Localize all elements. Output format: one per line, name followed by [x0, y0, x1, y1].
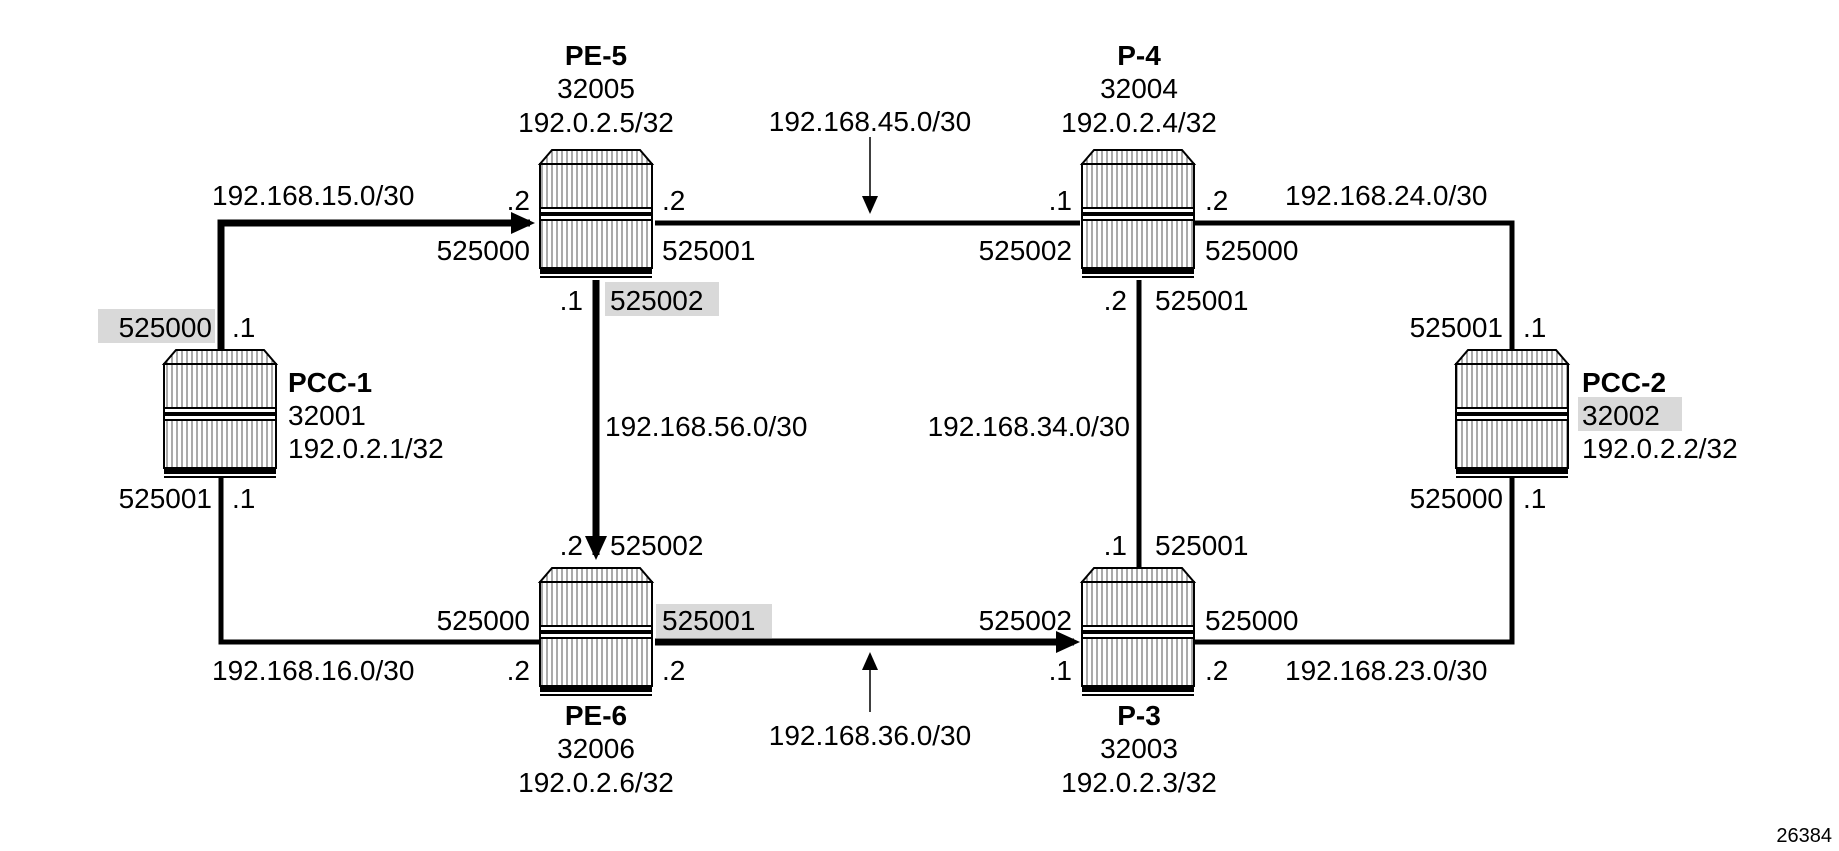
router-pe5-icon: [537, 149, 655, 278]
pcc1-bottom-label: 525001: [119, 483, 212, 514]
pointer-head-192-168-45: [862, 196, 878, 214]
pcc2-top-addr: .1: [1523, 312, 1546, 343]
pe6-right-label: 525001: [662, 605, 755, 636]
link-p4-pcc2: [1195, 220, 1515, 350]
pe5-right-addr: .2: [662, 185, 685, 216]
pe6-left-addr: .2: [507, 655, 530, 686]
p3-name: P-3: [1117, 700, 1161, 731]
p3-left-label: 525002: [979, 605, 1072, 636]
p3-left-addr: .1: [1049, 655, 1072, 686]
arrow-into-pe6: [585, 536, 607, 560]
pcc1-sid: 32001: [288, 400, 366, 431]
subnet-192-168-23: 192.168.23.0/30: [1285, 655, 1487, 686]
subnet-192-168-24: 192.168.24.0/30: [1285, 180, 1487, 211]
subnet-192-168-34: 192.168.34.0/30: [928, 411, 1130, 442]
p4-bottom-label: 525001: [1155, 285, 1248, 316]
p4-left-label: 525002: [979, 235, 1072, 266]
subnet-192-168-16: 192.168.16.0/30: [212, 655, 414, 686]
p3-sid: 32003: [1100, 733, 1178, 764]
p4-sid: 32004: [1100, 73, 1178, 104]
router-p3-icon: [1079, 567, 1197, 696]
pe6-top-addr: .2: [560, 530, 583, 561]
p3-right-addr: .2: [1205, 655, 1228, 686]
subnet-192-168-36: 192.168.36.0/30: [769, 720, 971, 751]
pcc2-bottom-label: 525000: [1410, 483, 1503, 514]
p3-right-label: 525000: [1205, 605, 1298, 636]
pe6-right-addr: .2: [662, 655, 685, 686]
arrow-into-pe5: [511, 212, 535, 234]
p4-bottom-addr: .2: [1104, 285, 1127, 316]
pe5-left-addr: .2: [507, 185, 530, 216]
pcc1-top-addr: .1: [232, 312, 255, 343]
router-p4-icon: [1079, 149, 1197, 278]
pe6-name: PE-6: [565, 700, 627, 731]
pcc2-name: PCC-2: [1582, 367, 1666, 398]
pe6-top-label: 525002: [610, 530, 703, 561]
pcc1-bottom-addr: .1: [232, 483, 255, 514]
arrow-into-p3: [1056, 631, 1080, 653]
pe6-left-label: 525000: [437, 605, 530, 636]
pe5-name: PE-5: [565, 40, 627, 71]
p4-ip: 192.0.2.4/32: [1061, 107, 1217, 138]
pe5-left-label: 525000: [437, 235, 530, 266]
p4-left-addr: .1: [1049, 185, 1072, 216]
subnet-192-168-45: 192.168.45.0/30: [769, 106, 971, 137]
p4-right-addr: .2: [1205, 185, 1228, 216]
figure-id: 26384: [1776, 825, 1832, 847]
p4-right-label: 525000: [1205, 235, 1298, 266]
pe6-ip: 192.0.2.6/32: [518, 767, 674, 798]
pe6-sid: 32006: [557, 733, 635, 764]
pcc2-ip: 192.0.2.2/32: [1582, 433, 1738, 464]
subnet-192-168-56: 192.168.56.0/30: [605, 411, 807, 442]
pe5-sid: 32005: [557, 73, 635, 104]
pcc2-sid: 32002: [1582, 400, 1660, 431]
pointer-head-192-168-36: [862, 652, 878, 670]
p3-top-label: 525001: [1155, 530, 1248, 561]
pcc2-top-label: 525001: [1410, 312, 1503, 343]
highlight-pe5-525002: [605, 282, 719, 316]
p4-name: P-4: [1117, 40, 1161, 71]
pe5-ip: 192.0.2.5/32: [518, 107, 674, 138]
link-p3-pcc2: [1195, 478, 1515, 645]
router-pe6-icon: [537, 567, 655, 696]
router-pcc1-icon: [161, 349, 279, 478]
pcc1-top-label: 525000: [119, 312, 212, 343]
pcc1-ip: 192.0.2.1/32: [288, 433, 444, 464]
subnet-192-168-15: 192.168.15.0/30: [212, 180, 414, 211]
highlight-pcc1-525000: [98, 309, 215, 343]
link-pcc1-pe5: [217, 219, 530, 350]
p3-top-addr: .1: [1104, 530, 1127, 561]
router-pcc2-icon: [1453, 349, 1571, 478]
highlight-pe6-525001: [656, 604, 772, 638]
pe5-right-label: 525001: [662, 235, 755, 266]
pe5-bottom-addr: .1: [560, 285, 583, 316]
p3-ip: 192.0.2.3/32: [1061, 767, 1217, 798]
link-pcc1-pe6: [218, 478, 540, 645]
pe5-bottom-label: 525002: [610, 285, 703, 316]
pcc1-name: PCC-1: [288, 367, 372, 398]
highlight-pcc2-32002: [1578, 397, 1682, 431]
pcc2-bottom-addr: .1: [1523, 483, 1546, 514]
